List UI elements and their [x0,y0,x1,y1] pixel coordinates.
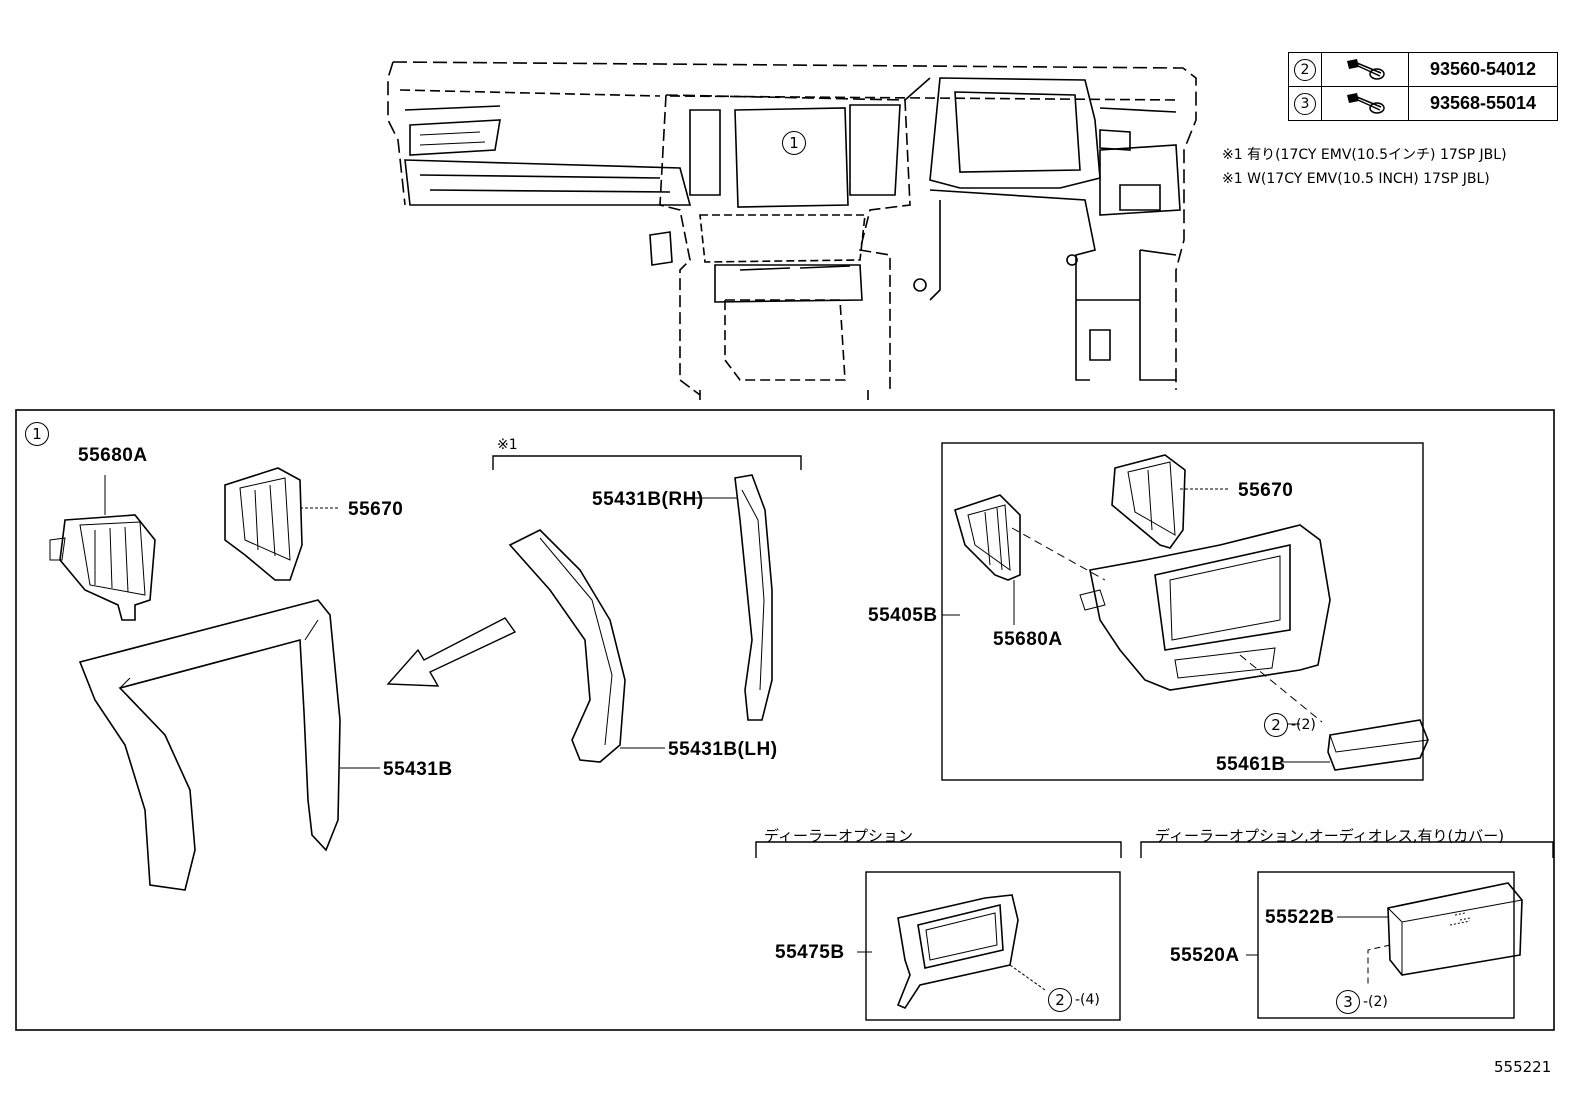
part-label-55670-sub[interactable]: 55670 [1238,480,1294,501]
fastener-row: 2 93560-54012 [1288,52,1558,87]
dealer-option-bracket [755,841,1122,858]
overview-ref-circle: 1 [782,131,806,155]
callout-circle: 2 [1048,988,1072,1012]
fastener-part-number: 93568-55014 [1408,86,1558,121]
dealer-option-audio-box [1257,871,1515,1019]
diagram-id: 555221 [1494,1058,1552,1076]
vent-55680A-left [49,475,156,621]
fastener-row: 3 93568-55014 [1288,86,1558,121]
note-jp: ※1 有り(17CY EMV(10.5インチ) 17SP JBL) [1222,147,1507,163]
ref-circle: 3 [1294,92,1316,115]
part-label-55680A-sub[interactable]: 55680A [993,629,1063,650]
assembly-ref-circle: 1 [25,422,49,446]
vent-55670-left [224,467,340,581]
ref-circle: 2 [1294,58,1316,81]
fastener-table: 2 93560-54012 3 93568-55014 [1288,52,1558,121]
part-label-55431B-RH[interactable]: 55431B(RH) [592,489,704,510]
part-label-55670[interactable]: 55670 [348,499,404,520]
vent-55670-right [1111,454,1230,549]
bezel-55431B [78,599,380,891]
trim-55431B-LH [508,529,665,763]
panel-55461B [1283,719,1429,771]
part-label-55431B-LH[interactable]: 55431B(LH) [668,739,778,760]
cover-55522B [1337,882,1523,985]
assembly-line-2 [1239,654,1323,723]
trim-55431B-RH [695,474,773,721]
vent-55680A-right [954,494,1021,625]
instrument-panel-overview [387,61,1197,400]
dealer-option-box [865,871,1121,1021]
group-title-dealer-option: ディーラーオプション [764,827,913,845]
part-label-55405B[interactable]: 55405B [868,605,938,626]
direction-arrow [386,617,517,687]
bolt-icon [1343,92,1387,119]
callout-qty: -(4) [1075,992,1100,1008]
part-label-55520A[interactable]: 55520A [1170,945,1240,966]
option-mark: ※1 [497,437,518,453]
part-label-55522B[interactable]: 55522B [1265,907,1335,928]
group-title-dealer-option-audio: ディーラーオプション,オーディオレス,有り(カバー) [1155,827,1505,845]
assembly-line-1 [1011,527,1106,581]
assembly-frame [15,409,1555,1031]
part-label-55680A[interactable]: 55680A [78,445,148,466]
part-label-55461B[interactable]: 55461B [1216,754,1286,775]
bolt-icon [1343,58,1387,85]
option-bracket [492,455,802,470]
part-label-55431B[interactable]: 55431B [383,759,453,780]
fastener-part-number: 93560-54012 [1408,52,1558,87]
sub-assembly-frame [941,442,1424,781]
note-en: ※1 W(17CY EMV(10.5 INCH) 17SP JBL) [1222,171,1490,187]
callout-qty: -(2) [1291,717,1316,733]
callout-circle: 3 [1336,990,1360,1014]
callout-circle: 2 [1264,713,1288,737]
panel-55405B [1079,524,1331,691]
callout-qty: -(2) [1363,994,1388,1010]
panel-55475B [857,894,1046,1010]
dealer-option-audio-bracket [1140,841,1554,858]
part-label-55475B[interactable]: 55475B [775,942,845,963]
